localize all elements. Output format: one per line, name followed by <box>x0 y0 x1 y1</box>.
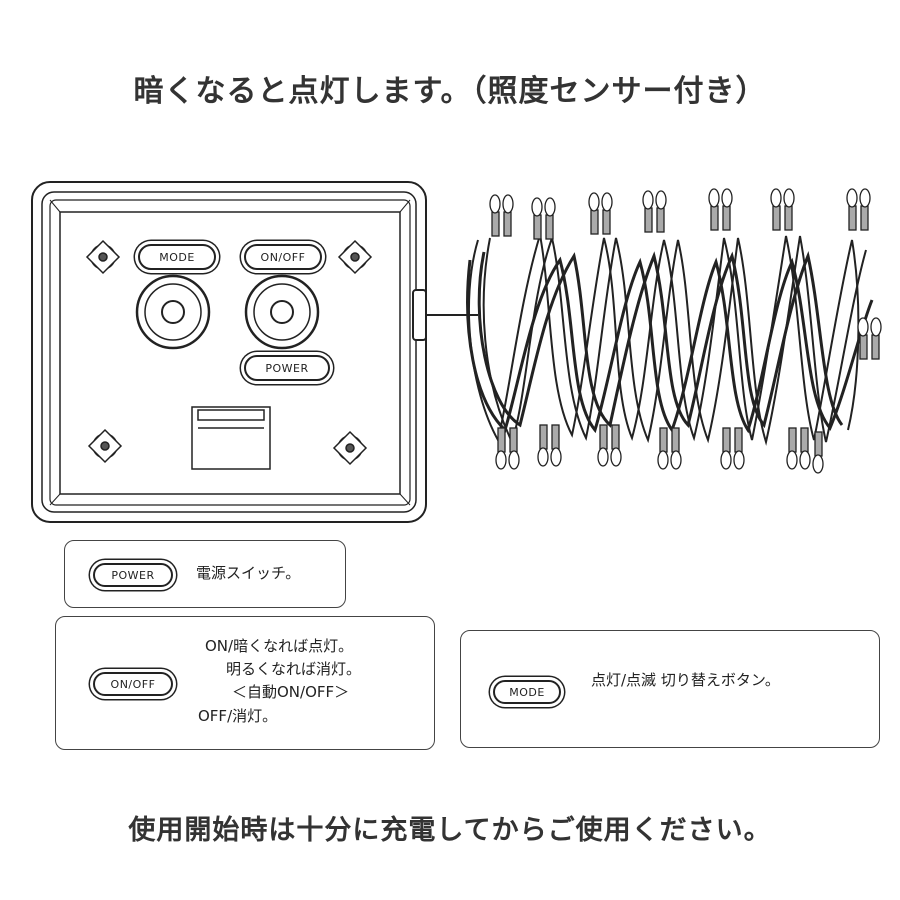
led-bulbs <box>489 188 882 474</box>
usb-port <box>191 406 271 470</box>
controller-box <box>31 181 427 523</box>
screw-icon <box>85 239 121 275</box>
page-title: 暗くなると点灯します。（照度センサー付き） <box>133 74 767 109</box>
power-callout-text: 電源スイッチ。 <box>196 564 301 582</box>
power-button[interactable]: POWER <box>244 355 330 381</box>
mode-callout-text: 点灯/点滅 切り替えボタン。 <box>591 671 780 689</box>
screw-icon <box>332 430 368 466</box>
power-callout: POWER 電源スイッチ。 <box>64 540 346 608</box>
onoff-line-1: ON/暗くなれば点灯。 <box>205 637 354 655</box>
screw-icon <box>87 428 123 464</box>
onoff-line-3: ＜自動ON/OFF＞ <box>232 683 350 701</box>
onoff-knob[interactable] <box>244 274 320 350</box>
onoff-line-4: OFF/消灯。 <box>198 707 278 725</box>
mode-knob[interactable] <box>135 274 211 350</box>
onoff-callout: ON/OFF ON/暗くなれば点灯。 明るくなれば消灯。 ＜自動ON/OFF＞ … <box>55 616 435 750</box>
screw-icon <box>337 239 373 275</box>
onoff-label: ON/OFF <box>244 244 322 270</box>
onoff-line-2: 明るくなれば消灯。 <box>226 660 362 678</box>
mode-callout: MODE 点灯/点滅 切り替えボタン。 <box>460 630 880 748</box>
usage-note: 使用開始時は十分に充電してからご使用ください。 <box>128 815 772 846</box>
mode-label: MODE <box>138 244 216 270</box>
mode-callout-button: MODE <box>493 680 561 704</box>
onoff-callout-button: ON/OFF <box>93 672 173 696</box>
led-string-lights <box>426 234 874 446</box>
power-callout-button: POWER <box>93 563 173 587</box>
